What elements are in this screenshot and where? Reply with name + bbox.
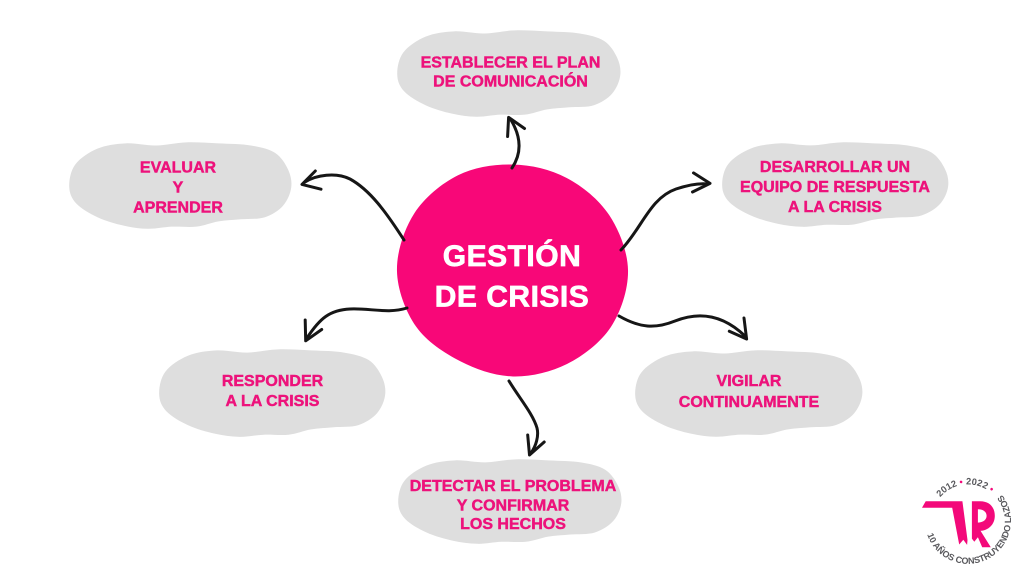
svg-text:RESPONDER: RESPONDER	[222, 373, 324, 390]
svg-text:EVALUAR: EVALUAR	[140, 159, 217, 176]
svg-text:A LA CRISIS: A LA CRISIS	[226, 393, 320, 410]
svg-text:Y: Y	[173, 180, 184, 197]
svg-text:Y CONFIRMAR: Y CONFIRMAR	[457, 498, 570, 515]
svg-text:APRENDER: APRENDER	[133, 200, 223, 217]
svg-text:LOS HECHOS: LOS HECHOS	[460, 516, 566, 533]
svg-text:GESTIÓN: GESTIÓN	[443, 239, 582, 273]
svg-text:A LA CRISIS: A LA CRISIS	[788, 199, 882, 216]
svg-text:CONTINUAMENTE: CONTINUAMENTE	[679, 394, 820, 411]
svg-text:DETECTAR EL PROBLEMA: DETECTAR EL PROBLEMA	[410, 478, 617, 495]
svg-text:DE COMUNICACIÓN: DE COMUNICACIÓN	[433, 72, 588, 91]
svg-text:2012 • 2022 •: 2012 • 2022 •	[934, 476, 996, 498]
svg-text:VIGILAR: VIGILAR	[717, 373, 782, 390]
svg-text:ESTABLECER EL PLAN: ESTABLECER EL PLAN	[421, 54, 601, 71]
svg-text:DE CRISIS: DE CRISIS	[435, 281, 590, 314]
svg-text:EQUIPO DE RESPUESTA: EQUIPO DE RESPUESTA	[740, 179, 930, 196]
svg-text:DESARROLLAR UN: DESARROLLAR UN	[760, 159, 910, 176]
